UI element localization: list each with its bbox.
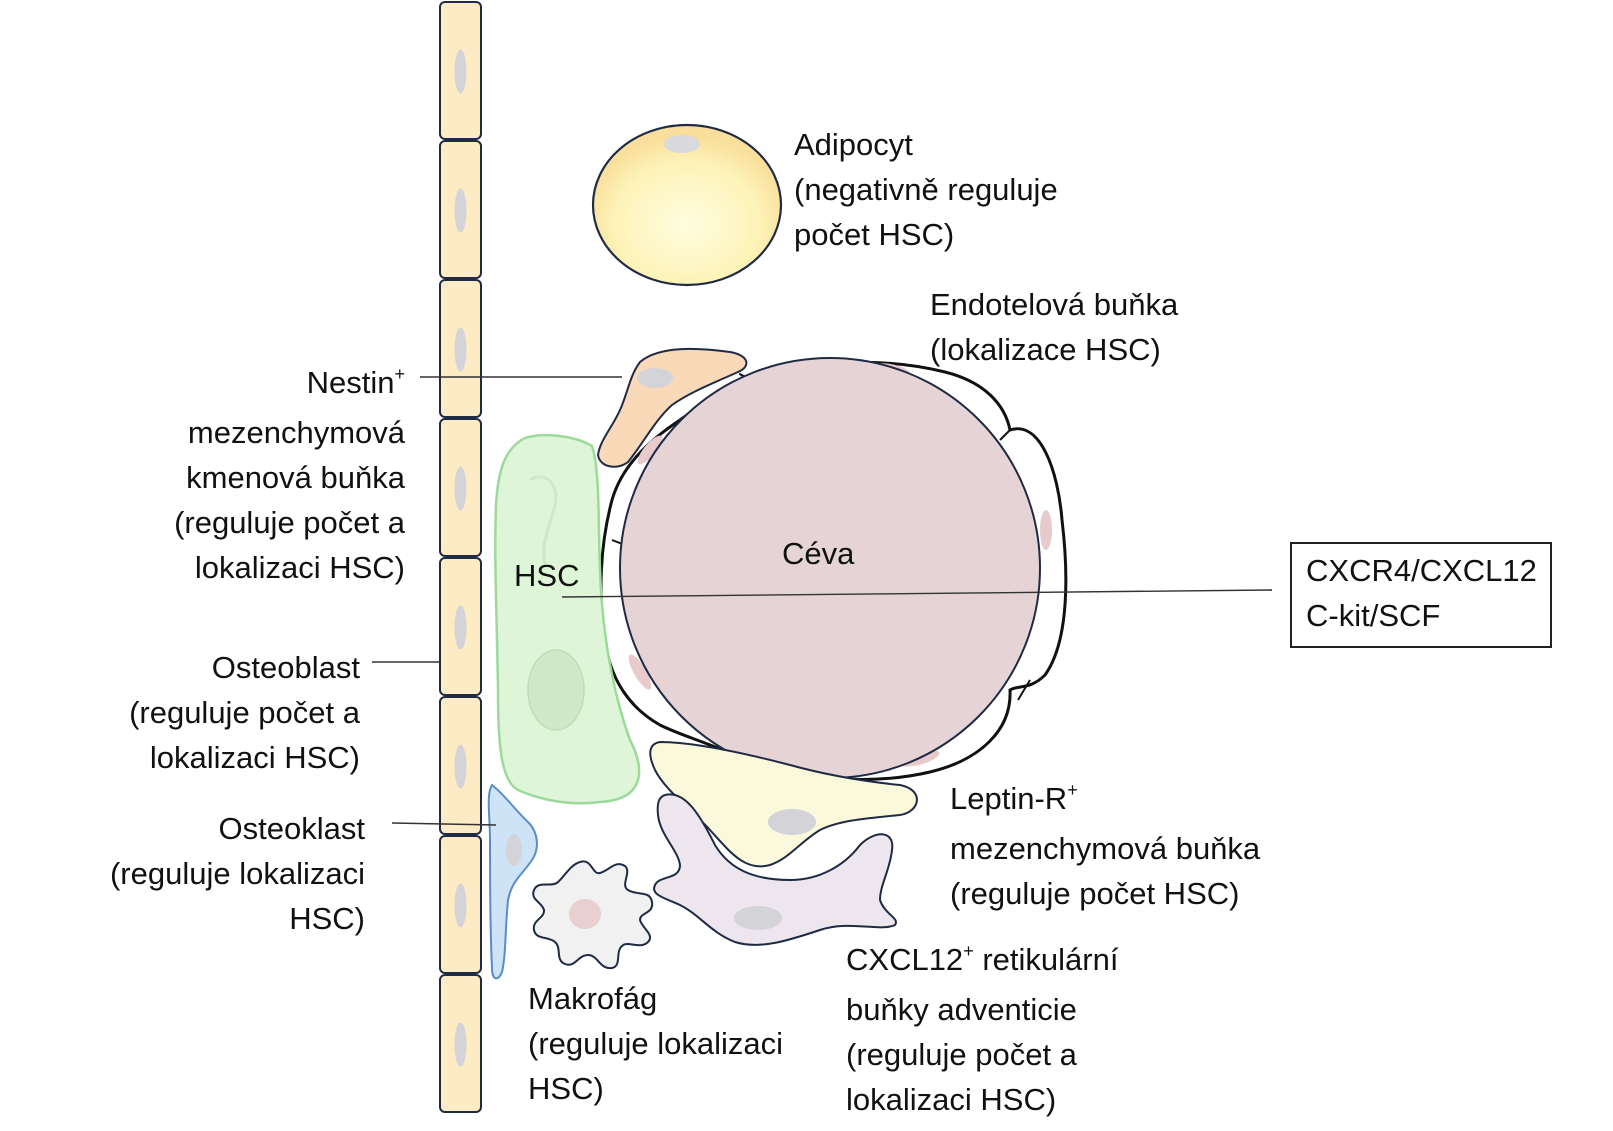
osteoblast-role-2: lokalizaci HSC) (149, 740, 360, 775)
leptin-label: Leptin-R+ mezenchymová buňka (reguluje p… (950, 776, 1260, 916)
nestin-superscript: + (394, 364, 405, 384)
leptin-superscript: + (1067, 780, 1078, 800)
nestin-line-2: kmenová buňka (186, 460, 405, 495)
cxcl12-line-3: lokalizaci HSC) (846, 1082, 1057, 1117)
adipocyte-cell (591, 123, 783, 287)
endothelial-name: Endotelová buňka (930, 287, 1179, 322)
macrophage-cell (532, 860, 654, 970)
osteoclast-name: Osteoklast (218, 811, 365, 846)
leptin-line-1: mezenchymová buňka (950, 831, 1261, 866)
cxcl12-reticular-cell (653, 793, 897, 946)
cxcl12-line-2: (reguluje počet a (846, 1037, 1077, 1072)
nestin-line-3: (reguluje počet a (174, 505, 405, 540)
adipocyte-role-1: (negativně reguluje (794, 172, 1058, 207)
osteoblast-name: Osteoblast (211, 650, 360, 685)
cxcl12-superscript: + (963, 941, 974, 961)
receptor-box: CXCR4/CXCL12 C-kit/SCF (1290, 542, 1552, 648)
macrophage-label: Makrofág (reguluje lokalizaci HSC) (528, 976, 783, 1111)
cxcl12-name-rest: retikulární (973, 942, 1119, 977)
leader-lines (372, 376, 1273, 826)
leptin-line-2: (reguluje počet HSC) (950, 876, 1240, 911)
receptor-pair-2: C-kit/SCF (1306, 598, 1441, 633)
nestin-label: Nestin+ mezenchymová kmenová buňka (regu… (174, 360, 405, 590)
cxcl12-name: CXCL12+ retikulární (846, 937, 1118, 987)
leptin-name: Leptin-R+ (950, 776, 1260, 826)
osteoclast-label: Osteoklast (reguluje lokalizaci HSC) (110, 806, 365, 941)
nestin-line-1: mezenchymová (187, 415, 405, 450)
leptin-r-msc-cell (649, 740, 918, 868)
cxcl12-name-text: CXCL12 (846, 942, 964, 977)
endothelial-label: Endotelová buňka (lokalizace HSC) (930, 282, 1178, 372)
osteoblast-nucleus (454, 49, 467, 94)
receptor-leader-line (561, 589, 1273, 598)
nestin-line-4: lokalizaci HSC) (194, 550, 405, 585)
macrophage-role-2: HSC) (528, 1071, 604, 1106)
adipocyte-role-2: počet HSC) (794, 217, 955, 252)
osteoblast-cells (439, 1, 482, 1113)
osteoblast-nucleus (454, 466, 467, 511)
osteoblast-nucleus (454, 327, 467, 372)
adipocyte-label: Adipocyt (negativně reguluje počet HSC) (794, 122, 1058, 257)
osteoblast-nucleus (454, 605, 467, 650)
osteoblast-nucleus (454, 883, 467, 928)
nestin-name-text: Nestin (306, 365, 395, 400)
osteoblast-nucleus (454, 1022, 467, 1067)
hsc-label: HSC (514, 558, 580, 593)
osteoblast-role-1: (reguluje počet a (129, 695, 360, 730)
leptin-name-text: Leptin-R (950, 781, 1068, 816)
receptor-pair-1: CXCR4/CXCL12 (1306, 553, 1537, 588)
hsc-cell (494, 433, 641, 805)
osteoblast-label: Osteoblast (reguluje počet a lokalizaci … (129, 645, 360, 780)
osteoblast-nucleus (454, 744, 467, 789)
osteoclast-role-2: HSC) (289, 901, 365, 936)
osteoblast-nucleus (454, 188, 467, 233)
macrophage-name: Makrofág (528, 981, 658, 1016)
macrophage-role-1: (reguluje lokalizaci (528, 1026, 784, 1061)
osteoclast-leader-line (391, 822, 497, 826)
nestin-msc-cell (596, 347, 748, 468)
cxcl12-label: CXCL12+ retikulární buňky adventicie (re… (846, 937, 1118, 1122)
receptor-list: CXCR4/CXCL12 C-kit/SCF (1306, 548, 1537, 638)
cxcl12-line-1: buňky adventicie (846, 992, 1077, 1027)
adipocyte-name: Adipocyt (794, 127, 913, 162)
osteoclast-cell (487, 783, 538, 980)
endothelial-role: (lokalizace HSC) (930, 332, 1161, 367)
nestin-name: Nestin+ (174, 360, 405, 410)
vessel-label: Céva (782, 536, 855, 571)
osteoclast-role-1: (reguluje lokalizaci (109, 856, 365, 891)
